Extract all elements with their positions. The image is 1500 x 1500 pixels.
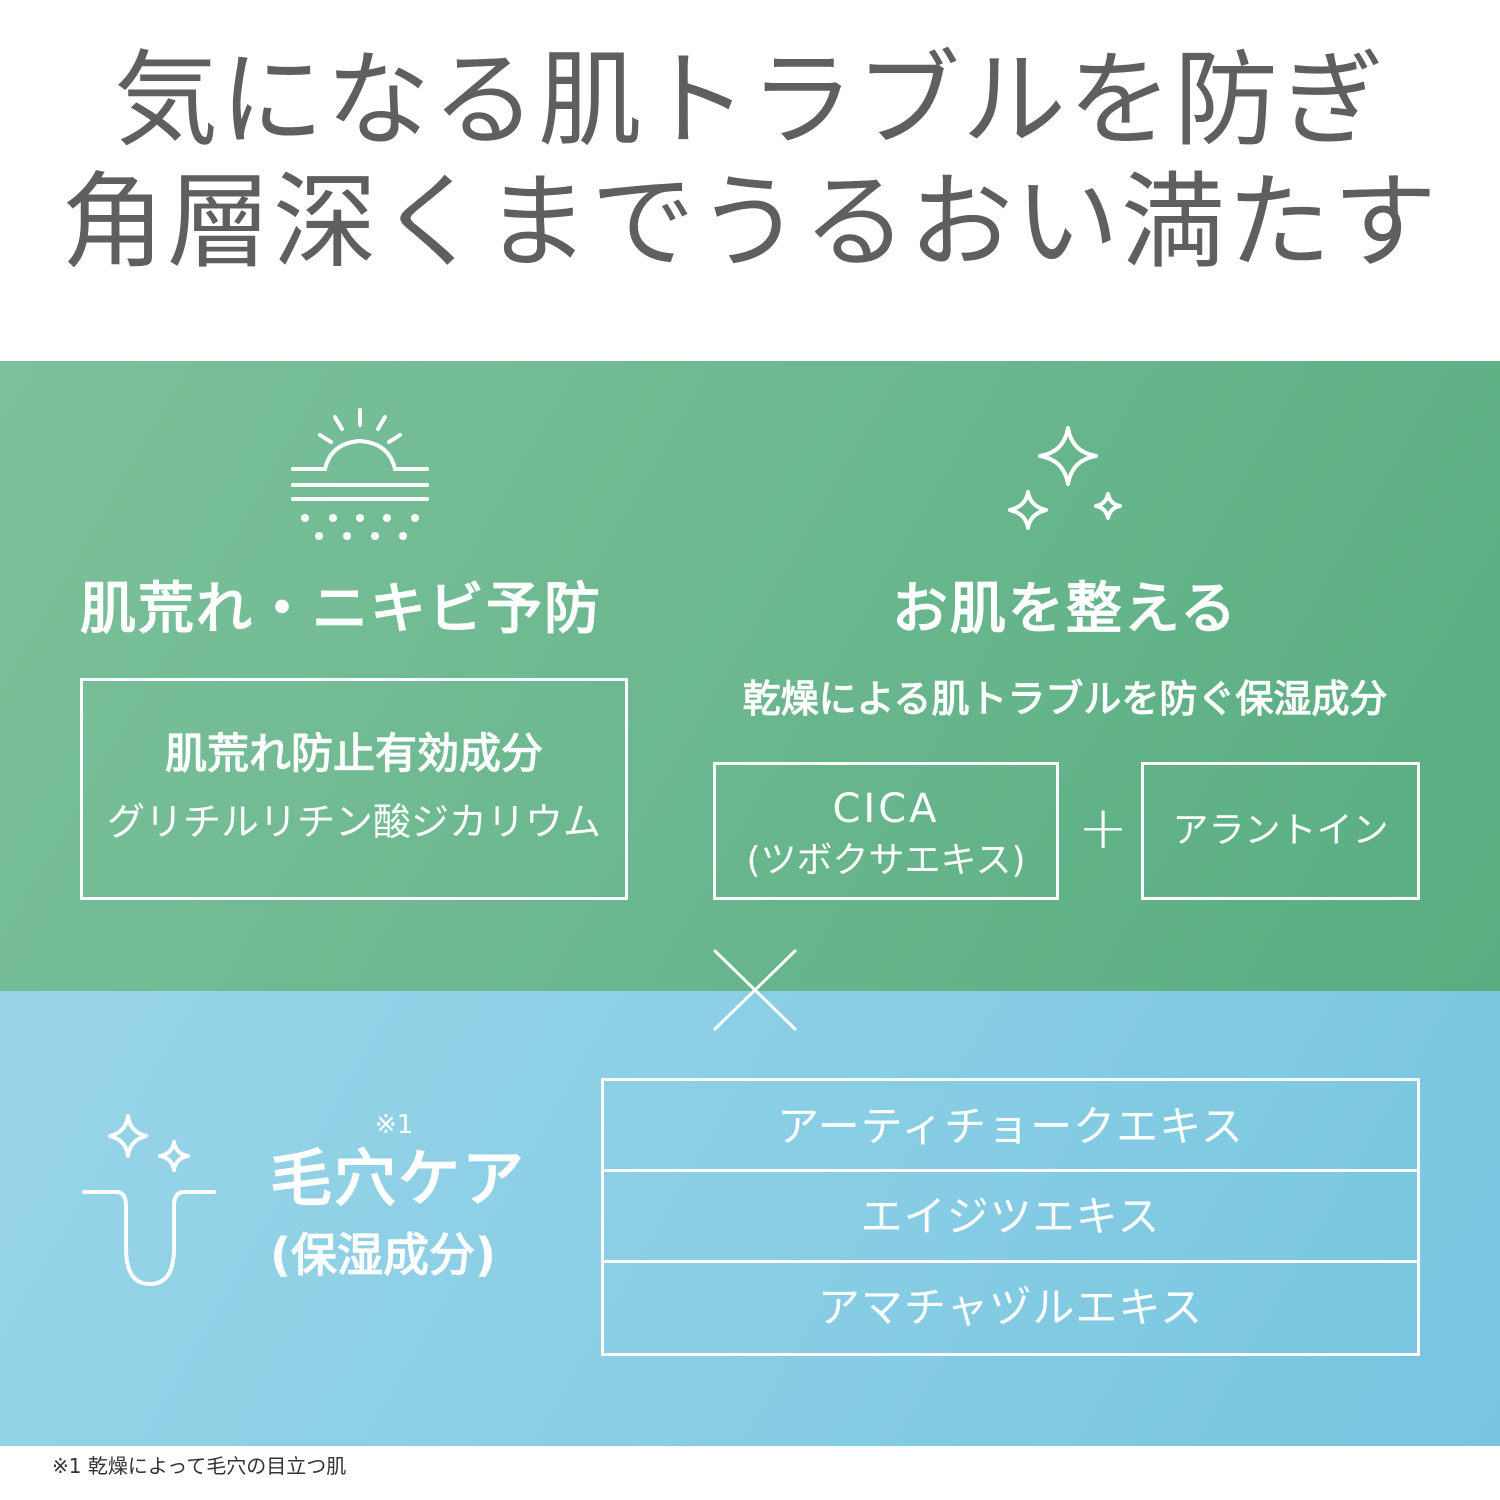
left-section-title: 肌荒れ・ニキビ予防 (80, 577, 602, 642)
headline-line-2: 角層深くまでうるおい満たす (60, 161, 1439, 283)
plus-sign: + (1078, 793, 1129, 863)
left-ingredient-box: 肌荒れ防止有効成分 グリチルリチン酸ジカリウム (80, 678, 628, 900)
footnote: ※1 乾燥によって毛穴の目立つ肌 (52, 1454, 347, 1478)
pore-extract-list: アーティチョークエキス エイジツエキス アマチャヅルエキス (601, 1078, 1420, 1356)
pore-sparkle-icon (82, 1114, 216, 1286)
pore-item-1: アーティチョークエキス (777, 1102, 1244, 1151)
pore-section-title: 毛穴ケア (270, 1142, 527, 1215)
pore-item-2: エイジツエキス (860, 1192, 1161, 1241)
list-item: エイジツエキス (604, 1172, 1417, 1263)
list-item: アマチャヅルエキス (604, 1263, 1417, 1353)
blue-panel (0, 991, 1500, 1446)
cica-label: CICA (832, 786, 940, 832)
left-box-line-2: グリチルリチン酸ジカリウム (106, 800, 601, 844)
right-section-title: お肌を整える (891, 577, 1239, 642)
allantoin-label: アラントイン (1172, 810, 1389, 851)
allantoin-box: アラントイン (1141, 762, 1420, 900)
pore-item-3: アマチャヅルエキス (817, 1283, 1204, 1332)
right-section-subtitle: 乾燥による肌トラブルを防ぐ保湿成分 (742, 677, 1388, 721)
sparkle-icon (1008, 426, 1122, 530)
pore-note-mark: ※1 (375, 1110, 414, 1140)
left-box-line-1: 肌荒れ防止有効成分 (164, 729, 543, 778)
times-symbol-icon (713, 949, 797, 1031)
list-item: アーティチョークエキス (604, 1081, 1417, 1172)
green-panel (0, 361, 1500, 991)
cica-box: CICA (ツボクサエキス) (713, 762, 1059, 900)
headline-line-1: 気になる肌トラブルを防ぎ (113, 39, 1386, 161)
sun-over-skin-icon (291, 408, 429, 540)
cica-sub-label: (ツボクサエキス) (746, 840, 1026, 881)
pore-section-subtitle: (保湿成分) (270, 1228, 497, 1282)
